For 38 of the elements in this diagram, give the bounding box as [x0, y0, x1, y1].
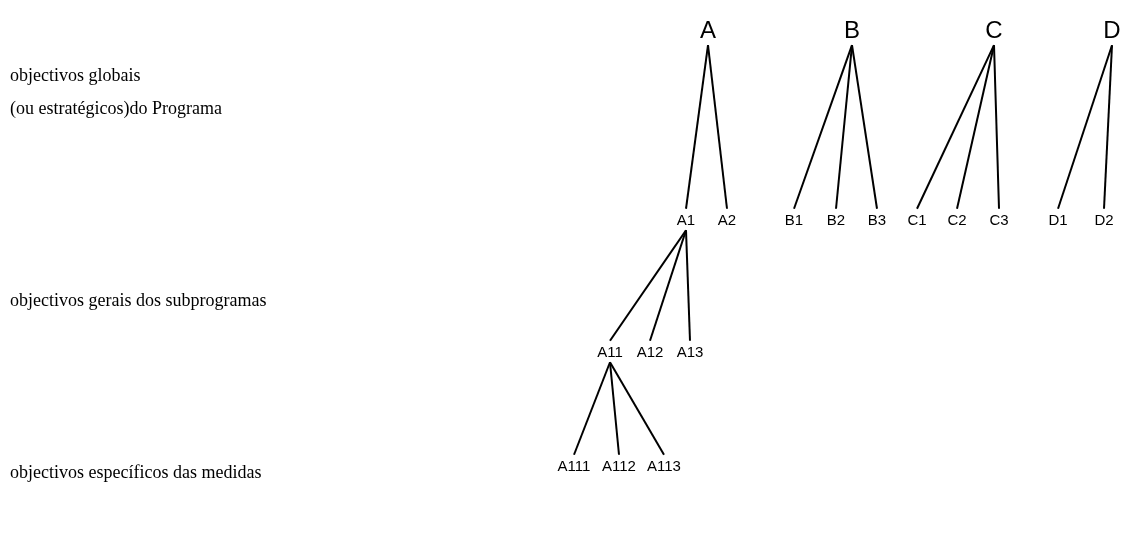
tree-line [685, 229, 691, 342]
tree-node-label: A13 [676, 343, 704, 361]
tree-node-label: C1 [907, 211, 927, 229]
tree-line [1103, 44, 1113, 210]
tree-node-label: B3 [867, 211, 887, 229]
tree-node-label: A111 [557, 457, 591, 475]
tree-node-label: B1 [784, 211, 804, 229]
tree-node-label: A2 [717, 211, 737, 229]
tree-node-label: A112 [602, 457, 636, 475]
tree-node-label: A1 [676, 211, 696, 229]
level-label: objectivos globais [10, 64, 141, 86]
tree-line [609, 361, 620, 456]
tree-node-label: C2 [947, 211, 967, 229]
tree-node-label: D2 [1094, 211, 1114, 229]
tree-node-label: A [700, 16, 716, 44]
level-label: (ou estratégicos)do Programa [10, 97, 222, 119]
tree-node-label: C [985, 16, 1003, 44]
tree-node-label: A12 [636, 343, 664, 361]
tree-line [649, 229, 687, 342]
level-label: objectivos gerais dos subprogramas [10, 289, 267, 311]
tree-line [707, 44, 728, 210]
tree-line [573, 361, 611, 456]
tree-node-label: D [1103, 16, 1121, 44]
tree-node-label: A11 [597, 343, 623, 361]
tree-line [609, 361, 665, 456]
tree-node-label: C3 [989, 211, 1009, 229]
tree-line [993, 44, 1000, 210]
tree-node-label: D1 [1048, 211, 1068, 229]
tree-line [851, 44, 878, 210]
tree-line [793, 44, 853, 210]
level-label: objectivos específicos das medidas [10, 461, 262, 483]
tree-line [1057, 44, 1113, 210]
tree-line [916, 44, 995, 210]
tree-node-label: A113 [647, 457, 681, 475]
tree-line [609, 229, 687, 342]
tree-line [956, 44, 995, 210]
tree-node-label: B [844, 16, 860, 44]
tree-node-label: B2 [826, 211, 846, 229]
